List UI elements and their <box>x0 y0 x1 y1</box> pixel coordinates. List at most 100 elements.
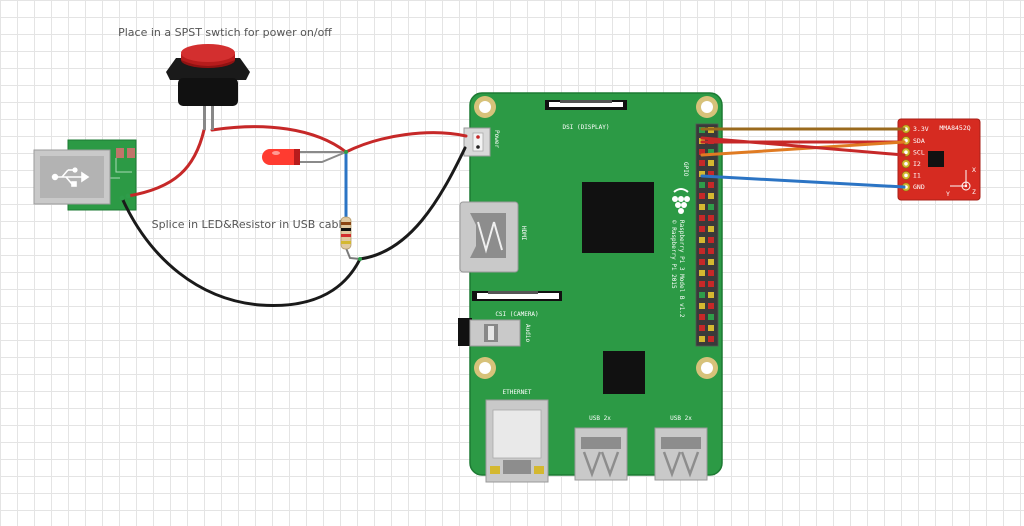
raspberry-pi-board: DSI (DISPLAY) Power Raspberry Pi 3 Model… <box>458 92 723 483</box>
sensor-title: MMA8452Q <box>939 124 970 132</box>
gpio-pin <box>699 270 705 276</box>
gpio-pin <box>708 292 714 298</box>
wire-blue-gnd <box>700 174 906 189</box>
wire-black-to-power <box>358 146 467 261</box>
push-button-switch <box>166 44 250 130</box>
sensor-pin-label: SDA <box>913 137 925 145</box>
usb1-label: USB 2x <box>589 415 611 422</box>
gpio-pin <box>708 325 714 331</box>
gpio-pin <box>708 281 714 287</box>
axis-dot <box>964 184 968 188</box>
wire-red-scl <box>700 136 906 157</box>
gpio-pin <box>708 237 714 243</box>
splice-note: Splice in LED&Resistor in USB cable <box>152 218 349 231</box>
gpio-pin <box>708 204 714 210</box>
mounting-holes <box>474 96 718 379</box>
ethernet-port <box>485 399 549 483</box>
raspberry-logo <box>672 188 690 214</box>
sensor-pin-hole <box>904 173 908 178</box>
wire-orange-scl <box>700 140 906 157</box>
gpio-pin <box>699 149 705 155</box>
hdmi-connector <box>459 201 519 273</box>
sensor-chip <box>928 151 944 167</box>
gpio-pin <box>699 182 705 188</box>
model-line-1: Raspberry Pi 3 Model B v1.2 <box>678 220 685 318</box>
hdmi-label: HDMI <box>520 226 527 241</box>
gpio-pin <box>699 171 705 177</box>
sensor-pin-label: I2 <box>913 160 921 168</box>
model-line-2: © Raspberry Pi 2015 <box>670 220 677 289</box>
gpio-pin <box>708 226 714 232</box>
usb-gnd-node <box>119 195 125 201</box>
gpio-pin <box>699 292 705 298</box>
gpio-pin <box>708 314 714 320</box>
wire-red-node-to-power <box>344 131 468 154</box>
usb-port-1 <box>574 427 628 481</box>
usb-port-2 <box>654 427 708 481</box>
gpio-pin <box>708 248 714 254</box>
gpio-pin <box>699 193 705 199</box>
wire-resistor-to-ground <box>345 247 361 260</box>
gpio-pin <box>708 215 714 221</box>
gpio-pin <box>699 215 705 221</box>
usb-vcc-node <box>125 193 131 199</box>
sensor-pin-hole <box>904 162 908 166</box>
gpio-pin <box>699 281 705 287</box>
gpio-pin <box>708 259 714 265</box>
gpio-pin <box>699 336 705 342</box>
csi-connector <box>472 291 562 301</box>
gpio-pin <box>708 336 714 342</box>
gpio-pin <box>708 303 714 309</box>
gpio-pin <box>699 303 705 309</box>
csi-label: CSI (CAMERA) <box>495 311 538 318</box>
sensor-pin-label: GND <box>913 183 925 191</box>
red-led <box>262 149 347 165</box>
axis-x-label: X <box>972 166 976 174</box>
audio-label: Audio <box>524 324 531 342</box>
sensor-pin-label: I1 <box>913 172 921 180</box>
usb-controller-chip <box>603 351 645 394</box>
switch-note: Place in a SPST swtich for power on/off <box>118 26 332 39</box>
gpio-pin <box>708 193 714 199</box>
sensor-pin-label: SCL <box>913 148 925 156</box>
gpio-pin <box>699 237 705 243</box>
gpio-pin <box>699 325 705 331</box>
gpio-pin <box>708 149 714 155</box>
gpio-pin <box>708 182 714 188</box>
gpio-pin <box>699 248 705 254</box>
sensor-pin-hole <box>904 150 908 154</box>
gpio-pin <box>708 160 714 166</box>
splice-node-bottom <box>358 257 362 261</box>
power-label: Power <box>493 130 500 148</box>
axis-z-label: Z <box>972 188 976 196</box>
resistor <box>340 216 352 250</box>
gpio-pin <box>708 171 714 177</box>
soc-chip <box>582 182 654 253</box>
wire-red-usb-to-switch <box>126 128 206 198</box>
usb2-label: USB 2x <box>670 415 692 422</box>
axis-indicator <box>950 170 971 191</box>
dsi-label: DSI (DISPLAY) <box>563 124 610 131</box>
audio-jack <box>458 318 521 347</box>
axis-y-label: Y <box>946 190 950 198</box>
wires <box>120 125 906 307</box>
gpio-pin <box>708 270 714 276</box>
splice-node-top <box>344 150 348 154</box>
gpio-pin <box>699 226 705 232</box>
dsi-connector <box>545 100 627 110</box>
gpio-pin <box>699 314 705 320</box>
wire-red-switch-to-node <box>210 125 348 154</box>
gpio-header <box>695 123 719 347</box>
sensor-pin-label: 3.3V <box>913 125 929 133</box>
gpio-pin <box>699 259 705 265</box>
usb-symbol-icon <box>51 167 90 187</box>
wire-black-usb-ground <box>120 196 362 307</box>
ethernet-label: ETHERNET <box>503 389 532 396</box>
usb-plug <box>33 139 137 211</box>
gpio-label: GPIO <box>682 162 689 177</box>
gpio-pin <box>699 160 705 166</box>
gpio-pin <box>699 204 705 210</box>
power-connector <box>463 127 491 157</box>
